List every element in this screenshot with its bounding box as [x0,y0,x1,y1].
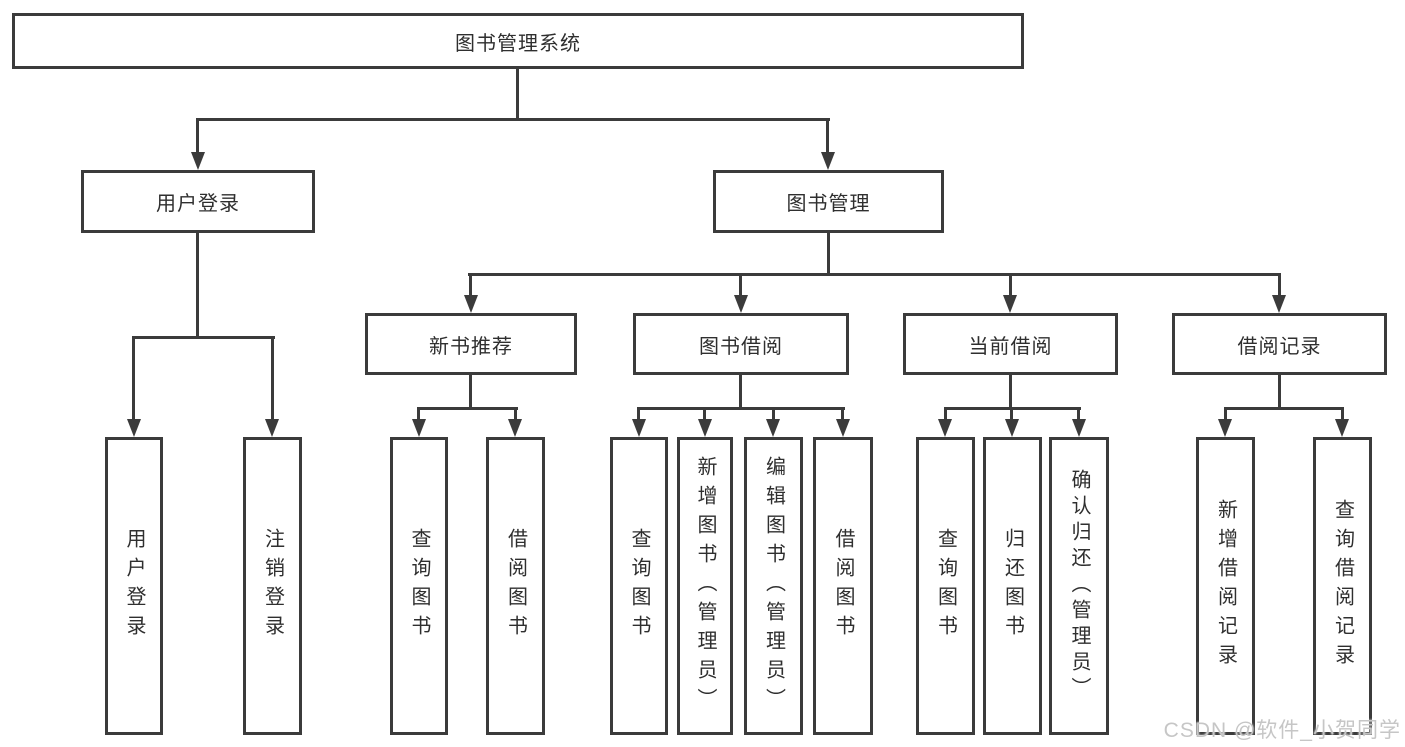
connector-bookmgmt-stem [827,233,830,276]
leaf-current-query-books-label: 查询图书 [934,528,957,644]
connector-arrow-line [637,409,640,419]
connector-root-bus [196,118,830,121]
leaf-user-login-label: 用户登录 [123,528,145,644]
leaf-borrowing-add-books-admin-label: 新增图书（管理员） [694,455,716,717]
connector-arrow-line [417,409,420,419]
connector-arrow-line [1341,409,1344,419]
node-current-borrowing: 当前借阅 [903,313,1118,375]
arrowhead-down-icon [766,419,780,437]
leaf-current-confirm-return-admin-label: 确认归还（管理员） [1068,469,1090,703]
leaf-borrowing-query-books: 查询图书 [610,437,668,735]
node-book-management-label: 图书管理 [786,193,871,215]
connector-arrow-line [132,338,135,419]
arrowhead-down-icon [1005,419,1019,437]
leaf-newrec-query-books: 查询图书 [390,437,448,735]
arrowhead-down-icon [632,419,646,437]
connector-arrow-line [1224,409,1227,419]
connector-records-stem [1278,375,1281,410]
leaf-current-return-books-label: 归还图书 [1001,528,1024,644]
arrowhead-down-icon [1003,295,1017,313]
node-borrowing-records-label: 借阅记录 [1237,335,1322,358]
arrowhead-down-icon [412,419,426,437]
connector-borrow-bus [637,407,845,410]
node-current-borrowing-label: 当前借阅 [968,335,1053,358]
leaf-current-confirm-return-admin: 确认归还（管理员） [1049,437,1109,735]
arrowhead-down-icon [508,419,522,437]
leaf-borrowing-borrow-books: 借阅图书 [813,437,873,735]
arrowhead-down-icon [265,419,279,437]
leaf-borrowing-query-books-label: 查询图书 [628,528,650,644]
arrowhead-down-icon [1072,419,1086,437]
arrowhead-down-icon [1272,295,1286,313]
node-book-management: 图书管理 [713,170,944,233]
watermark: CSDN @软件_小贺同学 [1163,719,1401,742]
connector-records-bus [1224,407,1344,410]
connector-arrow-line [826,118,829,153]
leaf-newrec-borrow-books: 借阅图书 [486,437,545,735]
connector-borrow-stem [739,375,742,410]
connector-arrow-line [739,275,742,295]
connector-newrec-stem [469,375,472,410]
connector-arrow-line [1278,275,1281,295]
leaf-borrowing-edit-books-admin-label: 编辑图书（管理员） [762,455,785,717]
leaf-records-add-record: 新增借阅记录 [1196,437,1255,735]
leaf-newrec-query-books-label: 查询图书 [408,528,430,644]
node-user-login-label: 用户登录 [156,193,240,215]
arrowhead-down-icon [191,152,205,170]
node-user-login: 用户登录 [81,170,315,233]
leaf-logout: 注销登录 [243,437,302,735]
connector-userlogin-stem [196,233,199,339]
connector-arrow-line [514,409,517,419]
connector-userlogin-bus [132,336,275,339]
leaf-borrowing-add-books-admin: 新增图书（管理员） [677,437,733,735]
leaf-logout-label: 注销登录 [261,528,284,644]
connector-arrow-line [271,338,274,419]
node-book-borrowing-label: 图书借阅 [699,335,783,358]
connector-arrow-line [944,409,947,419]
leaf-records-query-record: 查询借阅记录 [1313,437,1372,735]
arrowhead-down-icon [1335,419,1349,437]
leaf-current-return-books: 归还图书 [983,437,1042,735]
arrowhead-down-icon [821,152,835,170]
arrowhead-down-icon [836,419,850,437]
node-new-book-recommend: 新书推荐 [365,313,577,375]
node-borrowing-records: 借阅记录 [1172,313,1387,375]
connector-arrow-line [469,275,472,295]
leaf-borrowing-edit-books-admin: 编辑图书（管理员） [744,437,803,735]
connector-root-stem [516,69,519,120]
connector-arrow-line [1010,409,1013,419]
node-library-system-label: 图书管理系统 [455,32,581,55]
node-library-system: 图书管理系统 [12,13,1024,69]
arrowhead-down-icon [1218,419,1232,437]
connector-bookmgmt-bus [468,273,1281,276]
connector-newrec-bus [417,407,518,410]
connector-arrow-line [703,409,706,419]
node-book-borrowing: 图书借阅 [633,313,849,375]
connector-current-stem [1009,375,1012,410]
arrowhead-down-icon [127,419,141,437]
arrowhead-down-icon [938,419,952,437]
connector-arrow-line [196,118,199,153]
arrowhead-down-icon [698,419,712,437]
arrowhead-down-icon [464,295,478,313]
connector-arrow-line [772,409,775,419]
connector-arrow-line [1077,409,1080,419]
leaf-records-query-record-label: 查询借阅记录 [1331,499,1354,673]
leaf-borrowing-borrow-books-label: 借阅图书 [832,528,854,644]
leaf-records-add-record-label: 新增借阅记录 [1214,499,1237,673]
leaf-current-query-books: 查询图书 [916,437,975,735]
leaf-user-login: 用户登录 [105,437,163,735]
leaf-newrec-borrow-books-label: 借阅图书 [504,528,527,644]
arrowhead-down-icon [734,295,748,313]
connector-arrow-line [1009,275,1012,295]
node-new-book-recommend-label: 新书推荐 [429,335,513,358]
connector-current-bus [944,407,1081,410]
connector-arrow-line [841,409,844,419]
